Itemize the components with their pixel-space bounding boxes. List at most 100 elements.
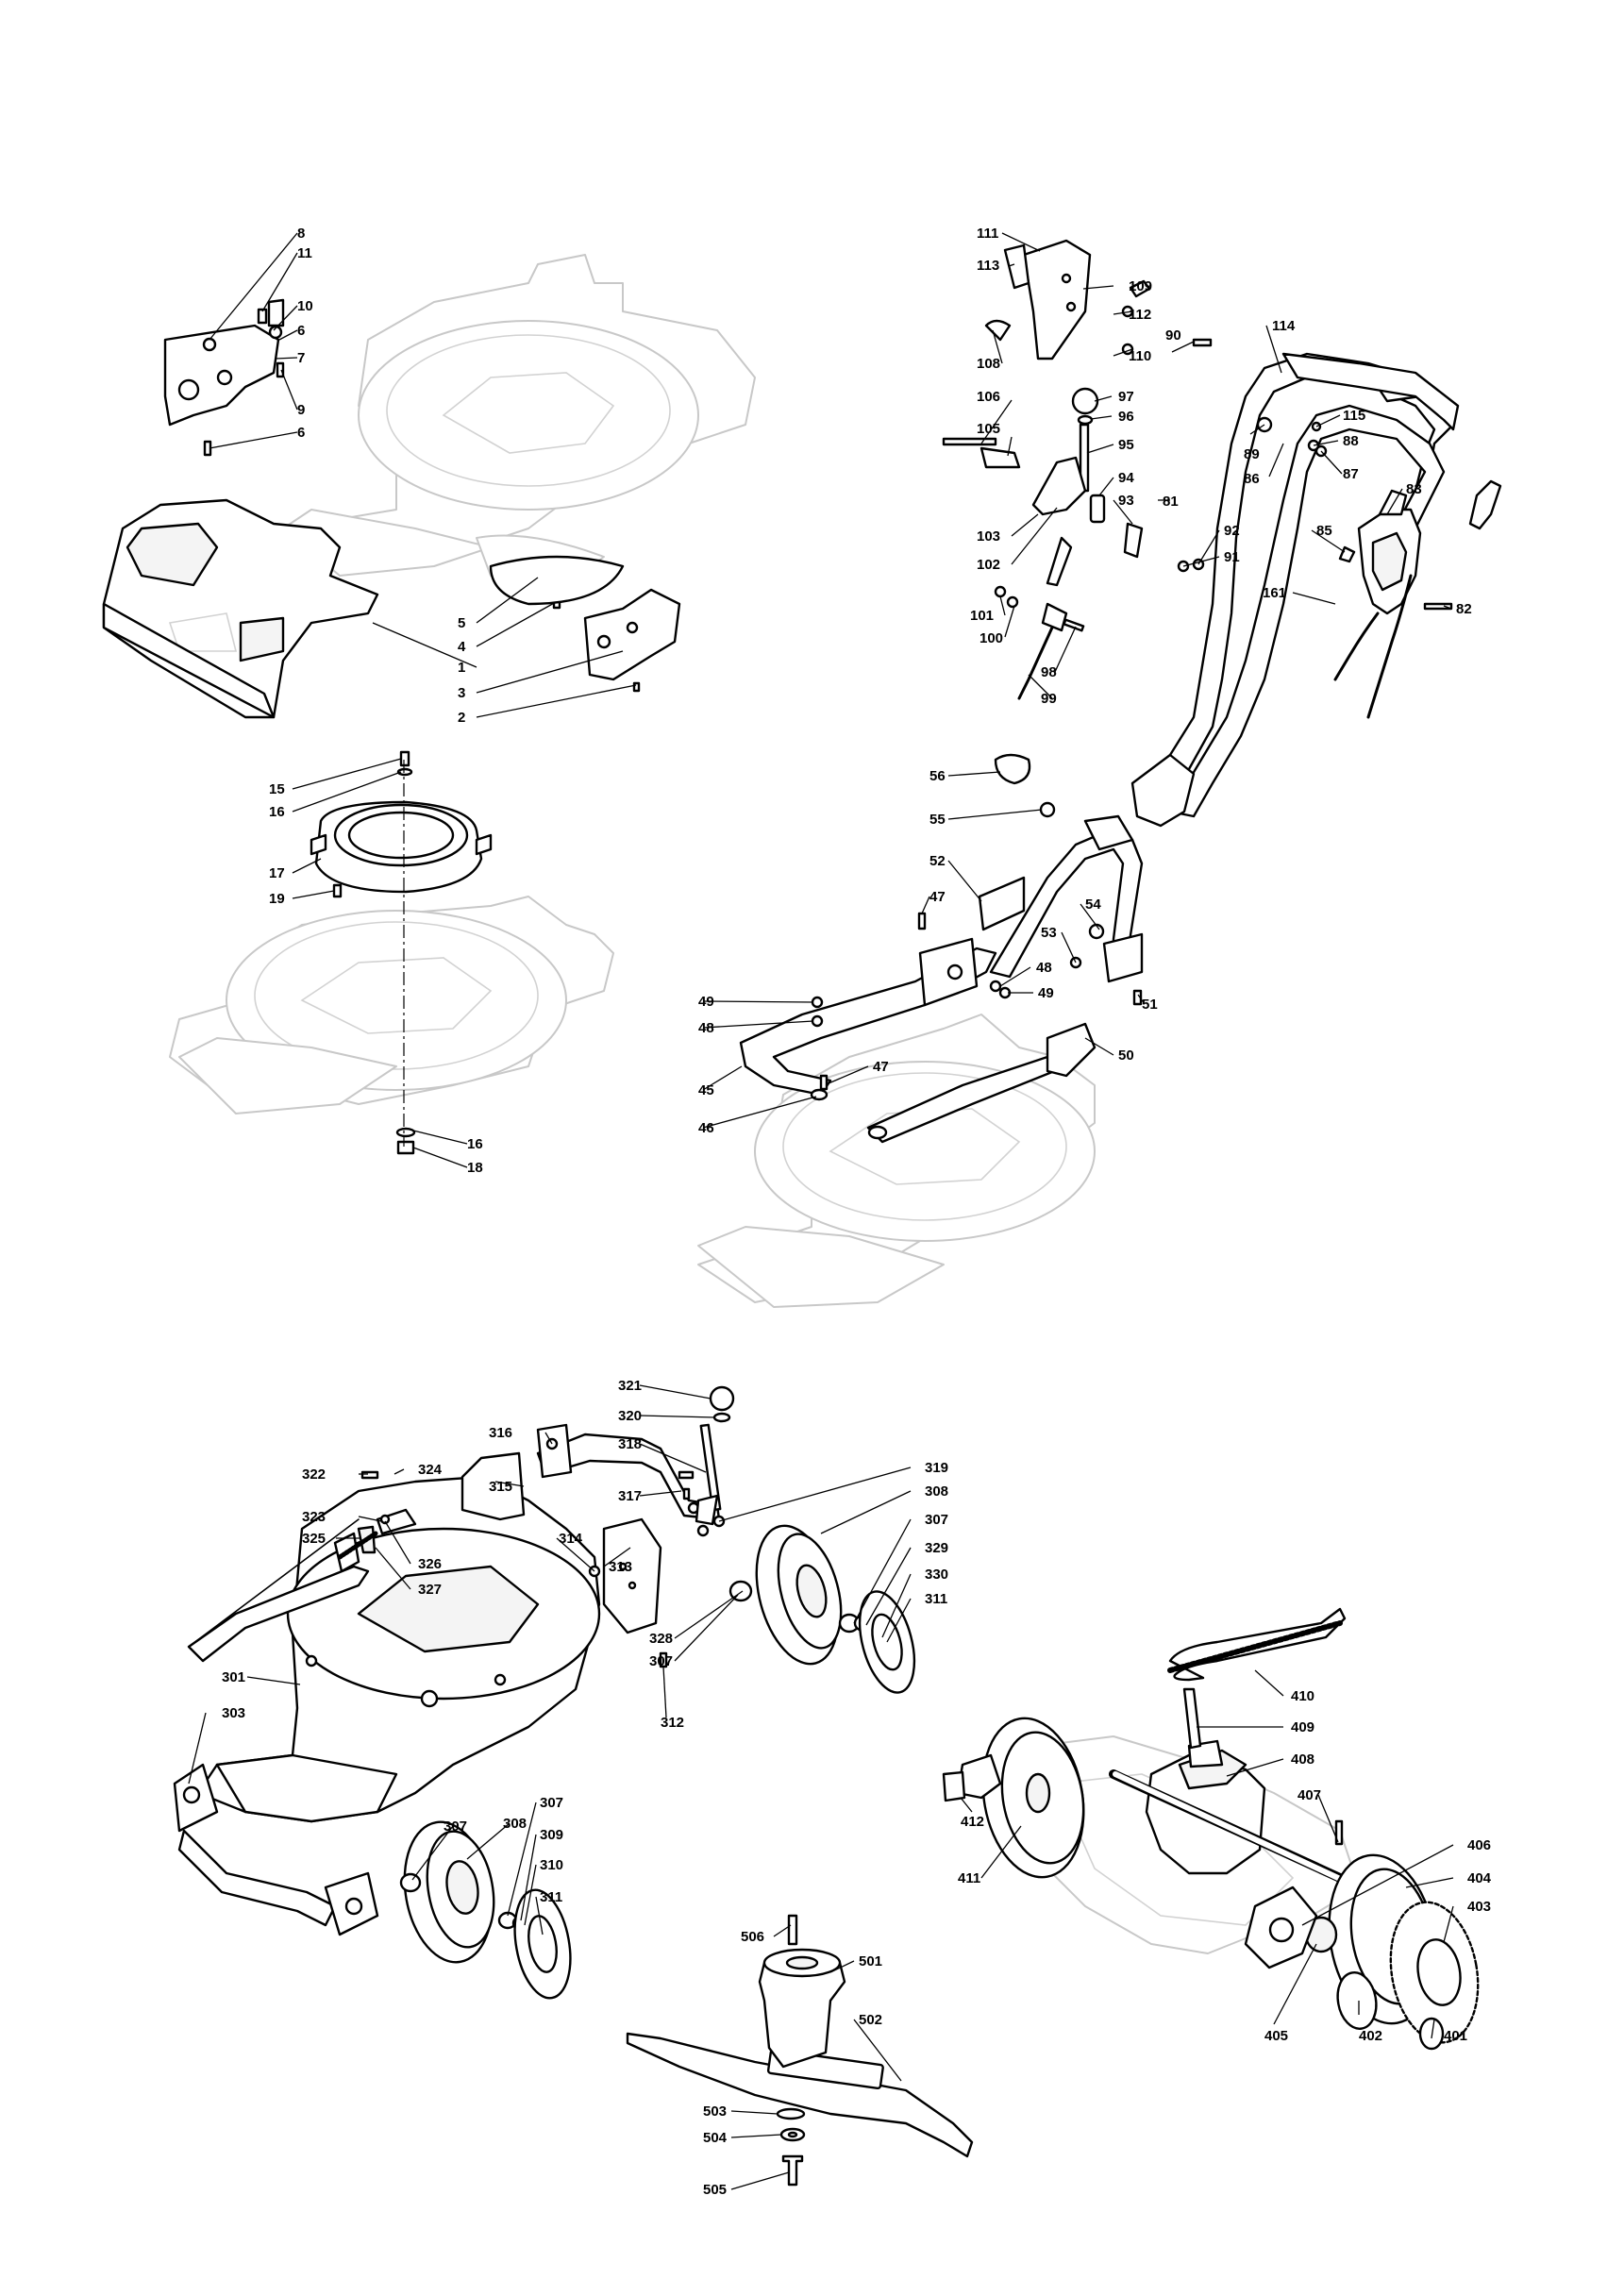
- label-16b: 16: [467, 1136, 483, 1152]
- label-18: 18: [467, 1160, 483, 1176]
- label-311: 311: [925, 1591, 947, 1607]
- right-bearing-bracket: [1244, 1885, 1318, 1969]
- label-86: 86: [1244, 471, 1260, 487]
- label-325: 325: [302, 1531, 326, 1547]
- labels-height-adjust: 321 320 316 318 324 322 315 317 319 323 …: [222, 1378, 948, 1905]
- label-102: 102: [977, 557, 1000, 573]
- label-505: 505: [703, 2182, 727, 2198]
- label-53: 53: [1041, 925, 1057, 941]
- label-322: 322: [302, 1466, 326, 1483]
- drive-lever-assembly: [984, 239, 1092, 360]
- label-115: 115: [1343, 408, 1365, 424]
- label-313: 313: [609, 1559, 632, 1575]
- label-3: 3: [458, 685, 465, 701]
- label-90: 90: [1165, 327, 1181, 344]
- label-92: 92: [1224, 523, 1240, 539]
- label-320: 320: [618, 1408, 642, 1424]
- label-506: 506: [741, 1929, 764, 1945]
- label-88: 88: [1343, 433, 1359, 449]
- label-83: 83: [1406, 481, 1422, 497]
- label-502: 502: [859, 2012, 882, 2028]
- label-85: 85: [1316, 523, 1332, 539]
- label-19: 19: [269, 891, 285, 907]
- cover-hood: [102, 498, 379, 719]
- label-97: 97: [1118, 389, 1134, 405]
- label-47b: 47: [873, 1059, 889, 1075]
- lower-handle-hardware: [810, 753, 1143, 1101]
- label-307c: 307: [540, 1795, 563, 1811]
- label-110: 110: [1129, 348, 1151, 364]
- label-329: 329: [925, 1540, 948, 1556]
- height-lever: [678, 1385, 735, 1528]
- label-49: 49: [1038, 985, 1054, 1001]
- label-309: 309: [540, 1827, 563, 1843]
- label-307: 307: [925, 1512, 948, 1528]
- label-308: 308: [925, 1483, 948, 1500]
- label-407: 407: [1298, 1787, 1321, 1803]
- ghost-deck-middle-left: [169, 896, 614, 1114]
- label-96: 96: [1118, 409, 1134, 425]
- control-cables-right: [1333, 574, 1413, 719]
- label-11: 11: [297, 245, 312, 261]
- label-301: 301: [222, 1669, 245, 1685]
- small-fasteners-hood: [202, 308, 641, 693]
- label-81: 81: [1163, 494, 1179, 510]
- label-161: 161: [1263, 585, 1286, 601]
- label-411: 411: [958, 1870, 980, 1886]
- label-93: 93: [1118, 493, 1134, 509]
- label-54: 54: [1085, 897, 1101, 913]
- label-45: 45: [698, 1082, 714, 1098]
- label-317: 317: [618, 1488, 642, 1504]
- label-402: 402: [1359, 2028, 1382, 2044]
- labels-transmission: 410 409 408 407 412 411 406 404 403 405 …: [958, 1688, 1492, 2044]
- label-1: 1: [458, 660, 465, 676]
- labels-hood: 8 11 10 6 7 9 6 5 4 1 3 2: [297, 226, 466, 726]
- label-105: 105: [977, 421, 1000, 437]
- label-315: 315: [489, 1479, 512, 1495]
- label-17: 17: [269, 865, 285, 881]
- label-308b: 308: [503, 1816, 527, 1832]
- label-408: 408: [1291, 1751, 1314, 1768]
- label-113: 113: [977, 258, 999, 274]
- label-4: 4: [458, 639, 466, 655]
- label-303: 303: [222, 1705, 245, 1721]
- label-6: 6: [297, 323, 305, 339]
- label-48: 48: [1036, 960, 1052, 976]
- deck-rear-flap: [460, 1451, 662, 1634]
- label-46: 46: [698, 1120, 714, 1136]
- label-324: 324: [418, 1462, 443, 1478]
- label-321: 321: [618, 1378, 642, 1394]
- blade-bolt-stack: [776, 2107, 806, 2187]
- drive-belt: [1167, 1607, 1347, 1682]
- label-94: 94: [1118, 470, 1134, 486]
- label-311b: 311: [540, 1889, 562, 1905]
- upper-handle: [1130, 352, 1502, 828]
- label-330: 330: [925, 1567, 948, 1583]
- label-106: 106: [977, 389, 1000, 405]
- label-55: 55: [929, 812, 946, 828]
- labels-bearing: 15 16 17 19 16 18: [269, 781, 483, 1176]
- leader-lines: [188, 232, 1454, 2190]
- label-310: 310: [540, 1857, 563, 1873]
- label-312: 312: [661, 1715, 684, 1731]
- blade-adapter: [758, 1914, 846, 2069]
- label-504: 504: [703, 2130, 728, 2146]
- label-51: 51: [1142, 997, 1158, 1013]
- label-100: 100: [979, 630, 1003, 646]
- label-7: 7: [297, 350, 305, 366]
- label-56: 56: [929, 768, 946, 784]
- label-8: 8: [297, 226, 305, 242]
- label-404: 404: [1467, 1870, 1492, 1886]
- labels-handle: 111 113 109 112 108 110 90 114 106 97 96…: [970, 226, 1472, 707]
- label-318: 318: [618, 1436, 642, 1452]
- bail-lever: [1281, 352, 1460, 431]
- label-412: 412: [961, 1814, 984, 1830]
- gearbox: [1109, 1687, 1345, 1883]
- label-15: 15: [269, 781, 285, 797]
- label-410: 410: [1291, 1688, 1314, 1704]
- label-89: 89: [1244, 446, 1260, 462]
- labels-blade: 506 501 502 503 504 505: [703, 1929, 882, 2198]
- rear-wheel: [728, 1524, 916, 1694]
- label-10: 10: [297, 298, 313, 314]
